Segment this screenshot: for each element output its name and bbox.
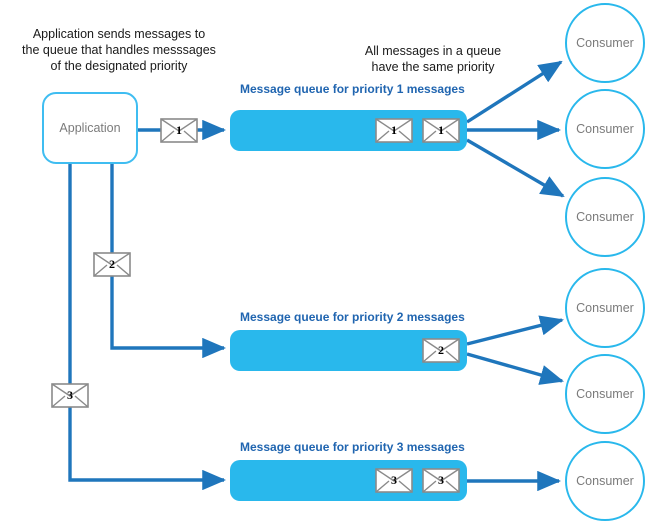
consumer-label: Consumer: [576, 387, 634, 401]
envelope-icon[interactable]: 3: [51, 383, 89, 408]
consumer-node[interactable]: Consumer: [565, 3, 645, 83]
envelope-icon[interactable]: 3: [422, 468, 460, 493]
queue-title-priority-3: Message queue for priority 3 messages: [240, 440, 465, 454]
envelope-icon[interactable]: 3: [375, 468, 413, 493]
wire-queue2-to-consumer5: [466, 352, 564, 385]
envelope-priority-label: 2: [438, 343, 444, 357]
envelope-priority-label: 3: [438, 473, 444, 487]
envelope-icon[interactable]: 1: [422, 118, 460, 143]
envelope-priority-label: 1: [176, 123, 182, 137]
envelope-icon[interactable]: 2: [93, 252, 131, 277]
consumer-label: Consumer: [576, 474, 634, 488]
wire-queue2-to-consumer4: [466, 315, 564, 346]
application-box[interactable]: Application: [42, 92, 138, 164]
consumer-node[interactable]: Consumer: [565, 441, 645, 521]
consumer-label: Consumer: [576, 36, 634, 50]
consumer-node[interactable]: Consumer: [565, 268, 645, 348]
envelope-priority-label: 2: [109, 257, 115, 271]
consumer-node[interactable]: Consumer: [565, 177, 645, 257]
consumer-node[interactable]: Consumer: [565, 89, 645, 169]
consumer-label: Consumer: [576, 122, 634, 136]
note-priority: All messages in a queue have the same pr…: [364, 44, 502, 74]
note-application: Application sends messages to the queue …: [22, 27, 216, 73]
wire-app-to-queue2: [110, 164, 227, 359]
consumer-label: Consumer: [576, 210, 634, 224]
queue-title-priority-2: Message queue for priority 2 messages: [240, 310, 465, 324]
wire-app-to-queue3: [68, 164, 227, 491]
consumer-label: Consumer: [576, 301, 634, 315]
wire-queue1-to-consumer3: [466, 138, 565, 198]
queue-title-priority-1: Message queue for priority 1 messages: [240, 82, 465, 96]
envelope-priority-label: 1: [438, 123, 444, 137]
envelope-priority-label: 1: [391, 123, 397, 137]
envelope-priority-label: 3: [67, 388, 73, 402]
envelope-priority-label: 3: [391, 473, 397, 487]
application-label: Application: [59, 121, 121, 135]
envelope-icon[interactable]: 1: [375, 118, 413, 143]
envelope-icon[interactable]: 1: [160, 118, 198, 143]
envelope-icon[interactable]: 2: [422, 338, 460, 363]
consumer-node[interactable]: Consumer: [565, 354, 645, 434]
wire-queue1-to-consumer1: [466, 60, 563, 124]
